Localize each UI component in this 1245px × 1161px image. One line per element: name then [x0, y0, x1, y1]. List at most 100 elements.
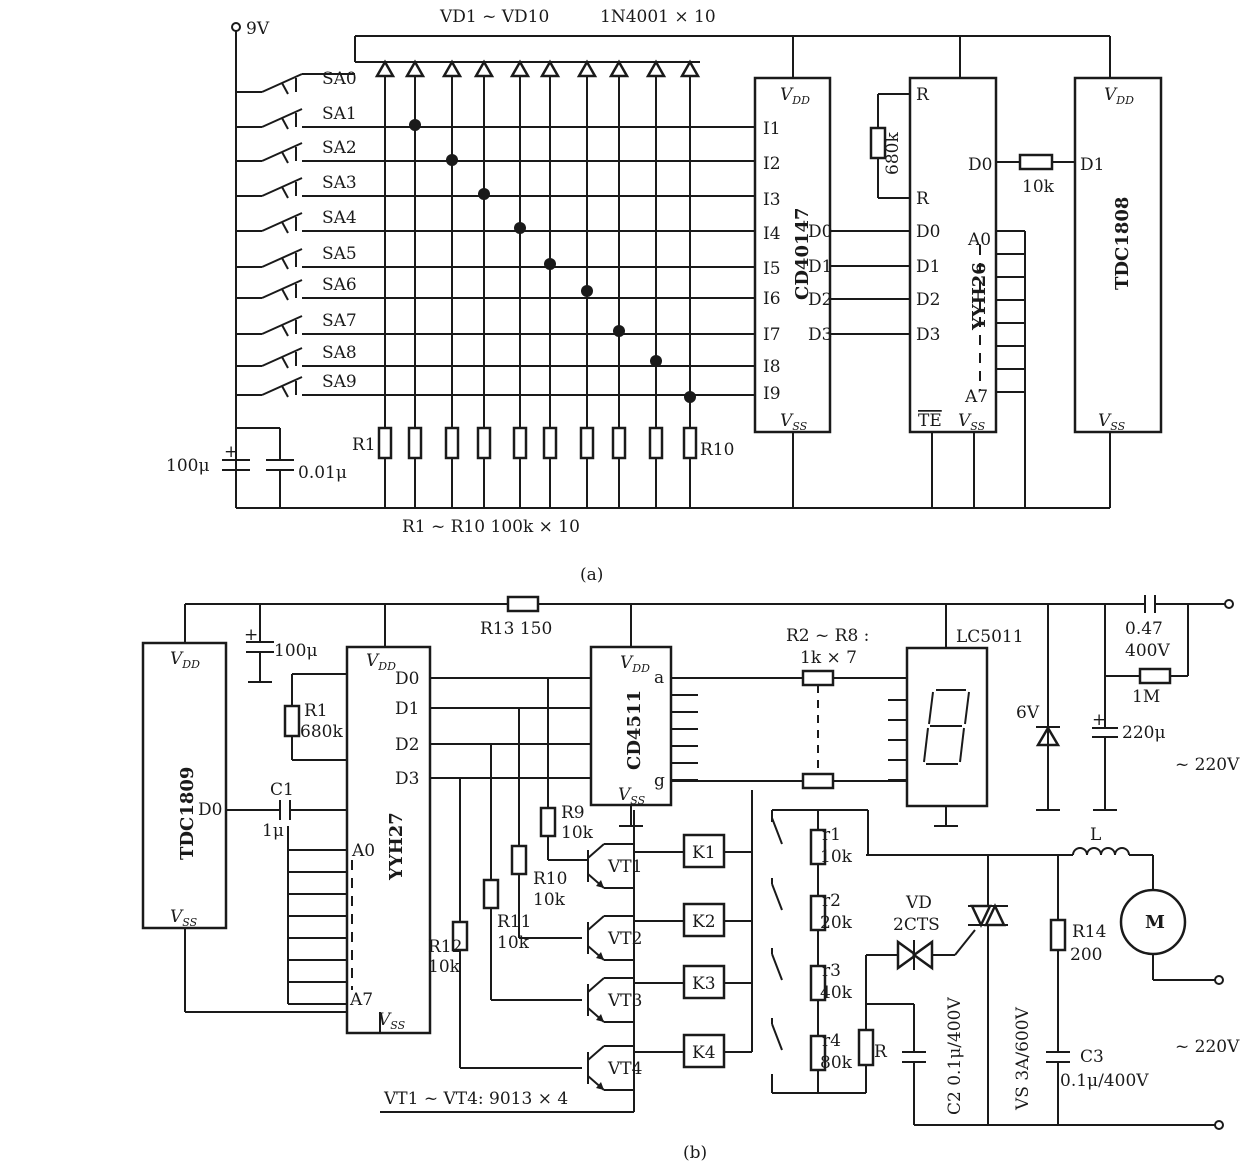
resistor	[476, 426, 492, 460]
transistor-label: VT3	[607, 991, 642, 1011]
diode	[404, 59, 426, 78]
ic-yyh27-name: YYH27	[386, 812, 407, 881]
svg-text:0.1μ/400V: 0.1μ/400V	[1060, 1071, 1149, 1091]
svg-text:1M: 1M	[1132, 687, 1160, 707]
svg-text:80k: 80k	[820, 1053, 853, 1073]
resistor	[611, 426, 627, 460]
svg-text:r1: r1	[822, 825, 841, 845]
relay-label: K2	[692, 912, 716, 932]
svg-text:C1: C1	[270, 780, 294, 800]
svg-text:VSS: VSS	[958, 411, 986, 433]
svg-text:A7: A7	[349, 990, 373, 1010]
diode	[679, 59, 701, 78]
matrix-lines	[302, 73, 755, 403]
svg-text:D3: D3	[395, 769, 419, 789]
svg-text:+: +	[1092, 710, 1106, 730]
svg-text:1k × 7: 1k × 7	[800, 648, 857, 668]
svg-text:VSS: VSS	[170, 907, 198, 929]
transistor-label: VT1	[607, 857, 642, 877]
diode-label: VD1 ~ VD10	[439, 7, 549, 27]
svg-text:100μ: 100μ	[274, 641, 318, 661]
switch-label: SA7	[322, 311, 357, 331]
svg-text:R: R	[874, 1042, 888, 1062]
svg-text:I8: I8	[763, 357, 781, 377]
svg-text:R12: R12	[428, 937, 462, 957]
svg-text:M: M	[1145, 912, 1165, 933]
ic-yyh26	[908, 76, 998, 434]
circuit-b: + 100μ R13 150 VDD D0 VSS TDC1809 C1 1μ	[141, 595, 1240, 1161]
svg-text:D2: D2	[916, 290, 940, 310]
svg-text:L: L	[1090, 825, 1101, 845]
resistor	[542, 426, 558, 460]
svg-text:D0: D0	[198, 800, 222, 820]
ic-tdc1809-name: TDC1809	[177, 767, 198, 860]
svg-text:I5: I5	[763, 259, 781, 279]
svg-text:D0: D0	[395, 669, 419, 689]
svg-text:1μ: 1μ	[262, 821, 284, 841]
svg-text:220μ: 220μ	[1122, 723, 1166, 743]
svg-text:20k: 20k	[820, 913, 853, 933]
relay-label: K1	[692, 843, 716, 863]
svg-text:D2: D2	[808, 290, 832, 310]
svg-text:+: +	[224, 442, 238, 462]
ic-cd40147	[753, 76, 832, 434]
diode	[441, 59, 463, 78]
diode	[509, 59, 531, 78]
svg-text:10k: 10k	[428, 957, 461, 977]
r10-label: R10	[700, 440, 734, 460]
switch-label: SA6	[322, 275, 357, 295]
r13-label: R13 150	[480, 619, 552, 639]
mains-label-2: ~ 220V	[1175, 1037, 1240, 1057]
svg-text:I2: I2	[763, 154, 781, 174]
svg-text:r4: r4	[822, 1031, 841, 1051]
switch-label: SA8	[322, 343, 357, 363]
svg-text:VSS: VSS	[780, 411, 808, 433]
switch-label: SA2	[322, 138, 357, 158]
svg-text:I7: I7	[763, 325, 781, 345]
resistor	[512, 426, 528, 460]
svg-text:40k: 40k	[820, 983, 853, 1003]
svg-text:R14: R14	[1072, 922, 1106, 942]
svg-text:I9: I9	[763, 384, 781, 404]
diode	[374, 59, 396, 78]
switch-label: SA5	[322, 244, 357, 264]
svg-text:C3: C3	[1080, 1047, 1104, 1067]
svg-text:VDD: VDD	[1104, 85, 1134, 107]
seven-segment-digit	[923, 689, 970, 765]
diode	[473, 59, 495, 78]
svg-text:10k: 10k	[497, 933, 530, 953]
diode-part: 1N4001 × 10	[600, 7, 716, 27]
svg-text:D1: D1	[916, 257, 940, 277]
svg-text:VDD: VDD	[366, 651, 396, 673]
svg-text:D3: D3	[808, 325, 832, 345]
svg-text:D1: D1	[808, 257, 832, 277]
cap-100u-label: 100μ	[166, 456, 210, 476]
svg-text:D1: D1	[1080, 155, 1104, 175]
resistor	[648, 426, 664, 460]
svg-text:VS 3A/600V: VS 3A/600V	[1013, 1006, 1033, 1111]
svg-text:R1: R1	[304, 701, 328, 721]
svg-text:I6: I6	[763, 289, 781, 309]
svg-text:10k: 10k	[561, 823, 594, 843]
svg-text:r3: r3	[822, 961, 841, 981]
ic-tdc1808	[1073, 76, 1163, 434]
diode	[539, 59, 561, 78]
diode-array	[374, 59, 701, 508]
svg-text:R2 ~ R8 :: R2 ~ R8 :	[786, 626, 869, 646]
ic-yyh27	[345, 645, 432, 1035]
svg-text:R9: R9	[561, 803, 585, 823]
svg-text:+: +	[244, 625, 258, 645]
svg-text:D0: D0	[808, 222, 832, 242]
svg-text:D1: D1	[395, 699, 419, 719]
svg-text:D0: D0	[916, 222, 940, 242]
svg-text:VDD: VDD	[780, 85, 810, 107]
svg-text:VDD: VDD	[170, 649, 200, 671]
svg-text:6V: 6V	[1016, 703, 1040, 723]
svg-text:A0: A0	[967, 230, 991, 250]
switch-label: SA0	[322, 69, 357, 89]
svg-text:a: a	[654, 668, 664, 688]
svg-text:R10: R10	[533, 869, 567, 889]
